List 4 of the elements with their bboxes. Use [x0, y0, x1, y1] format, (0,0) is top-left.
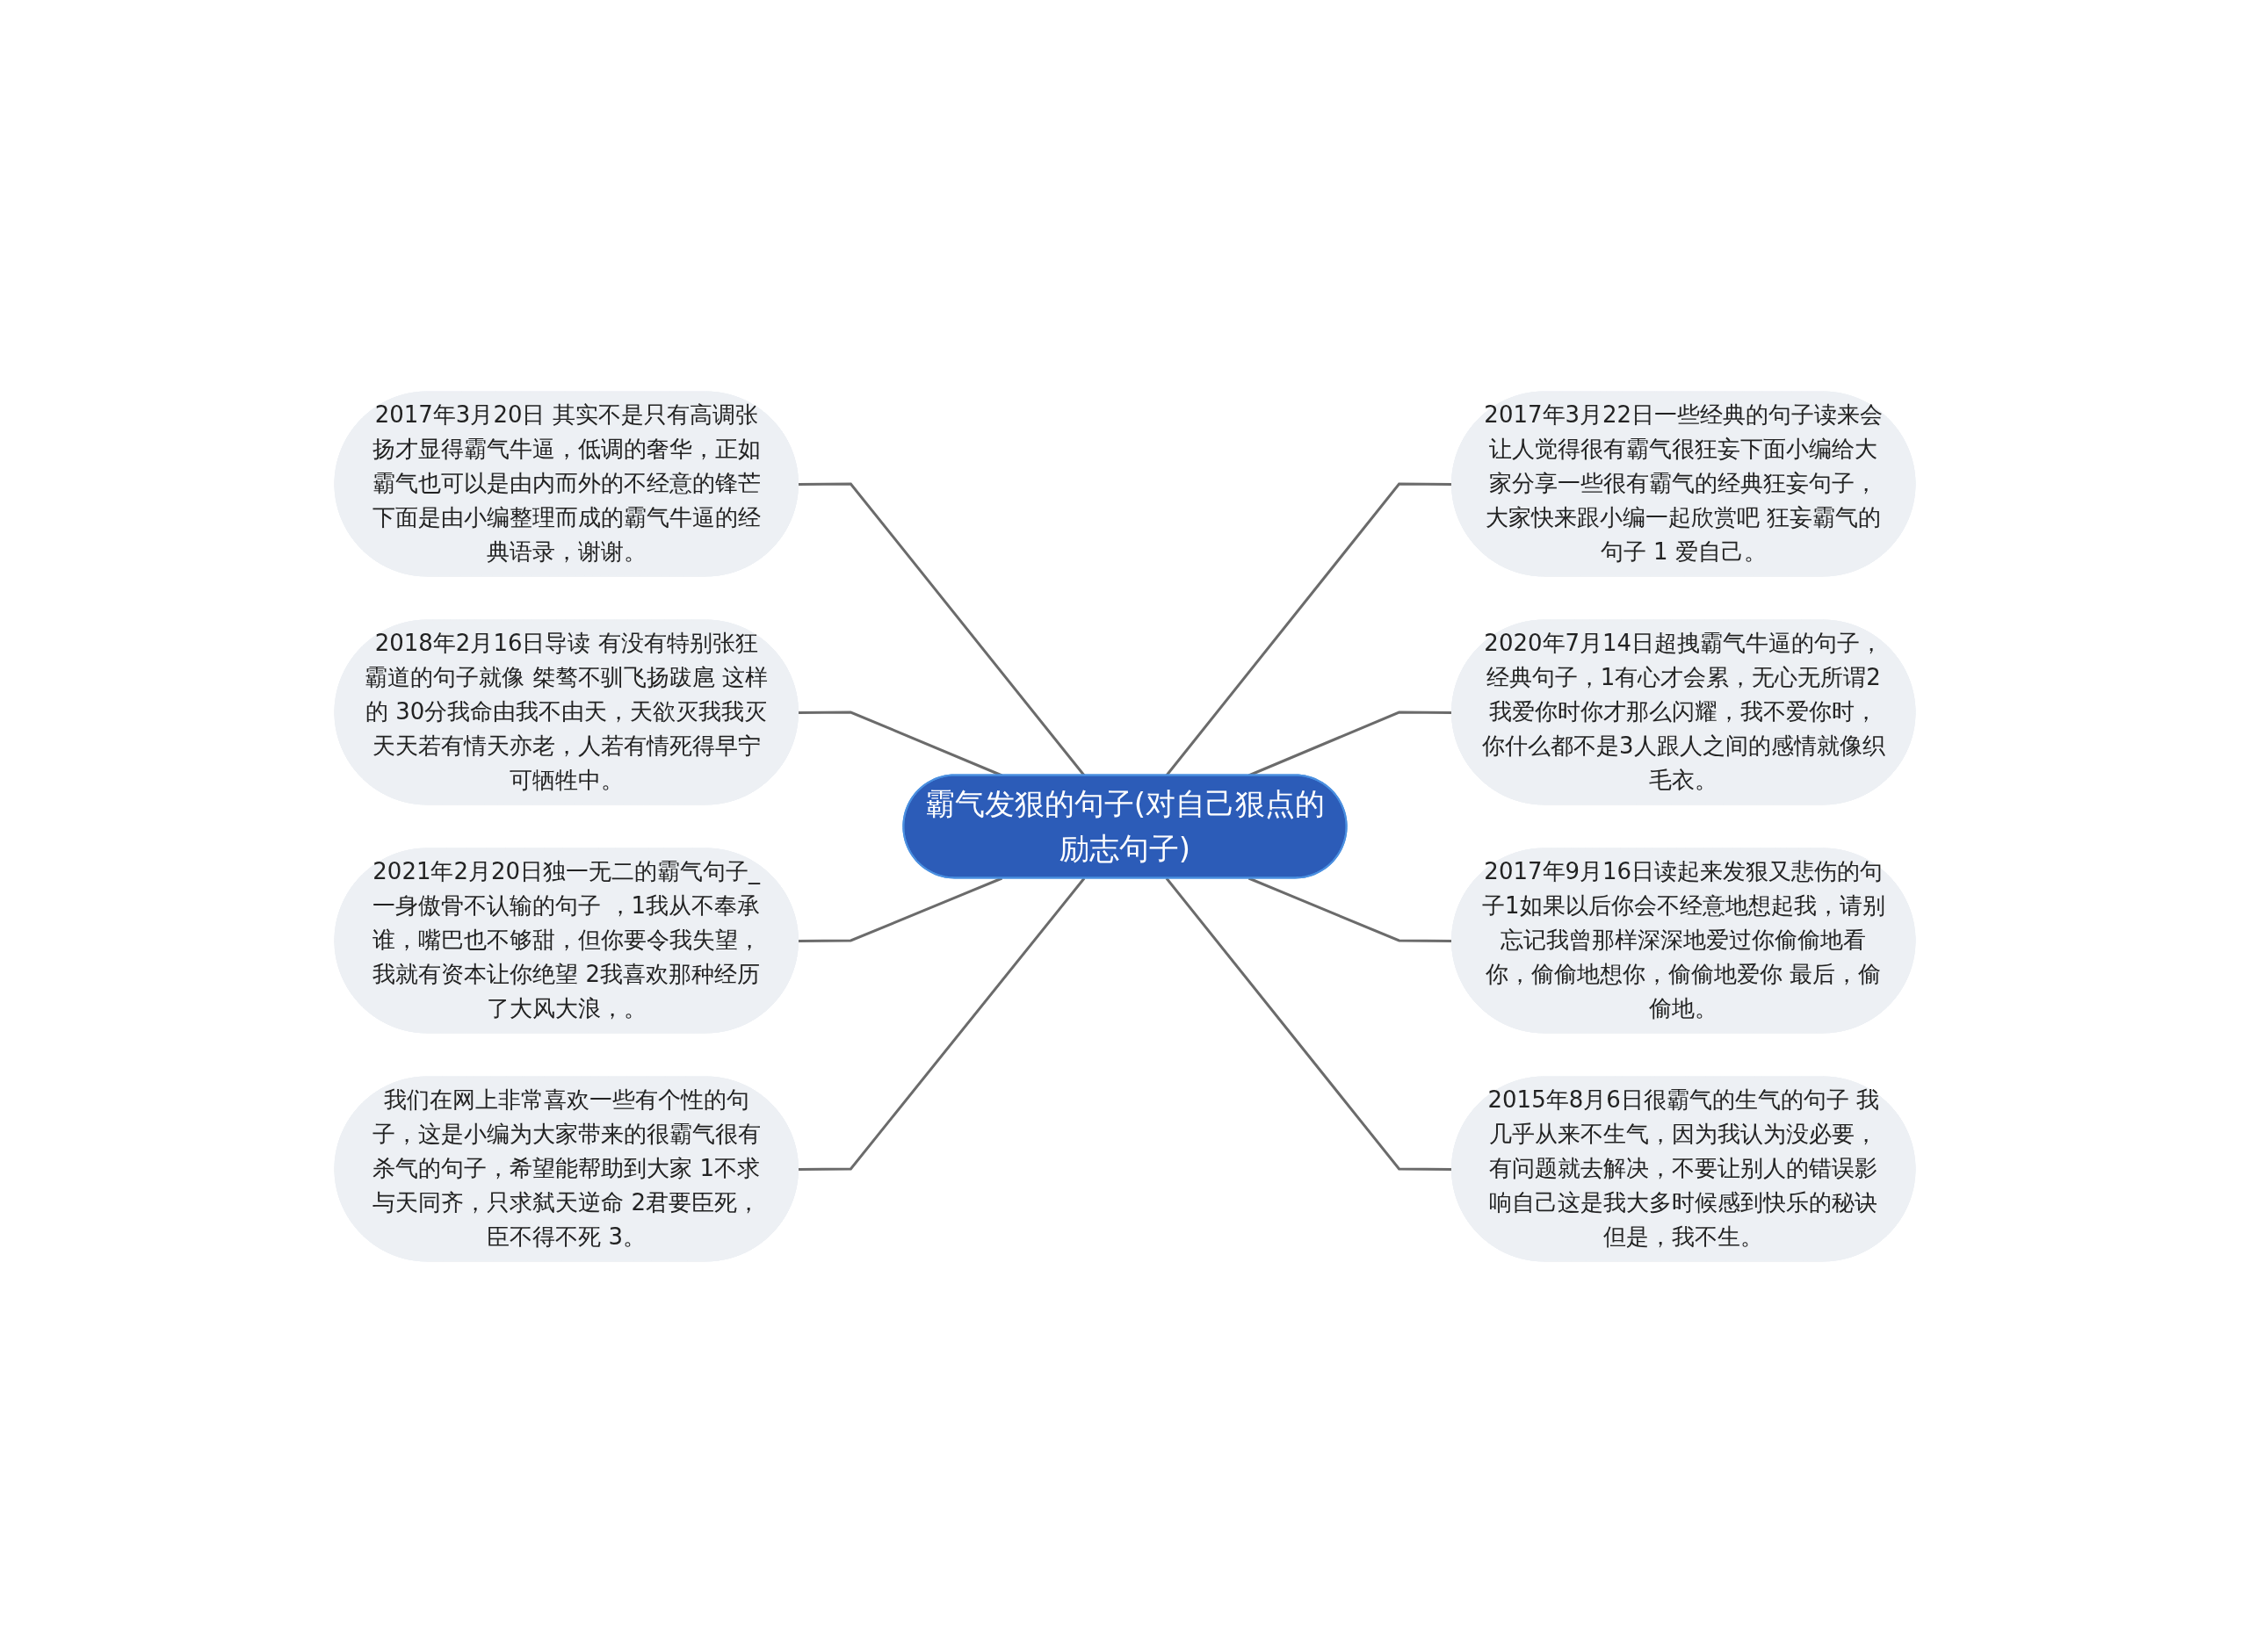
connector — [798, 876, 1085, 1171]
connector — [798, 876, 1002, 942]
connector — [1165, 876, 1452, 1171]
connector — [1247, 876, 1452, 942]
